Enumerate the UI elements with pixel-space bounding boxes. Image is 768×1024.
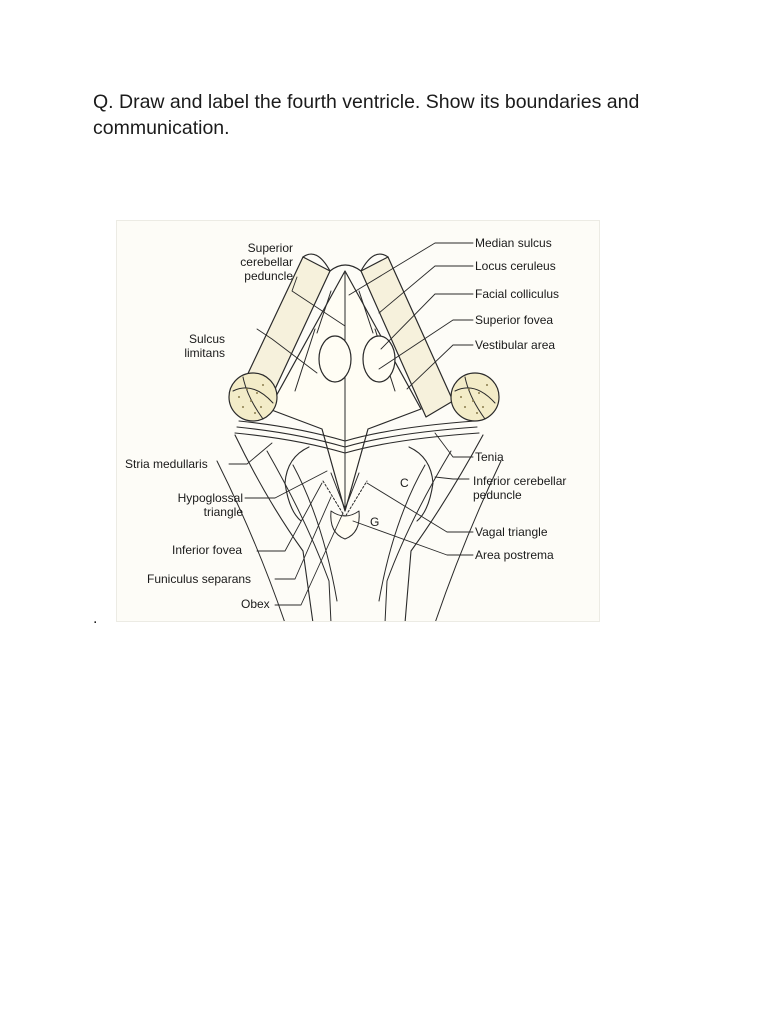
right-cut-peduncle	[450, 372, 500, 422]
diagram-drawing	[216, 242, 502, 621]
label-c: C	[400, 476, 409, 490]
question-text: Q. Draw and label the fourth ventricle. …	[93, 91, 640, 139]
label-facial-colliculus: Facial colliculus	[475, 287, 560, 301]
right-facial-colliculus	[362, 335, 396, 383]
label-sulcus-limitans: Sulcus limitans	[184, 332, 225, 360]
label-vestibular-area: Vestibular area	[475, 338, 556, 352]
label-area-postrema: Area postrema	[475, 548, 554, 562]
label-obex: Obex	[241, 597, 270, 611]
label-vagal-triangle: Vagal triangle	[475, 525, 548, 539]
label-tenia: Tenia	[475, 450, 504, 464]
label-funiculus-separans: Funiculus separans	[147, 572, 252, 586]
label-inferior-cerebellar-peduncle: Inferior cerebellar peduncle	[473, 474, 567, 502]
trailing-mark: .	[93, 610, 98, 627]
label-superior-fovea: Superior fovea	[475, 313, 554, 327]
label-locus-ceruleus: Locus ceruleus	[475, 259, 556, 273]
stria-medullaris	[238, 420, 476, 442]
label-superior-cerebellar-peduncle: Superior cerebellar peduncle	[240, 241, 293, 283]
label-inferior-fovea: Inferior fovea	[172, 543, 243, 557]
label-stria-medullaris: Stria medullaris	[125, 457, 208, 471]
label-g: G	[370, 515, 380, 529]
label-hypoglossal-triangle: Hypoglossal triangle	[177, 491, 243, 519]
left-cut-peduncle	[228, 372, 278, 422]
label-median-sulcus: Median sulcus	[475, 236, 552, 250]
left-facial-colliculus	[318, 335, 352, 383]
fourth-ventricle-diagram: Superior cerebellar peduncle Sulcus limi…	[116, 220, 600, 622]
area-postrema	[330, 510, 360, 540]
vagal-triangle	[330, 472, 360, 510]
